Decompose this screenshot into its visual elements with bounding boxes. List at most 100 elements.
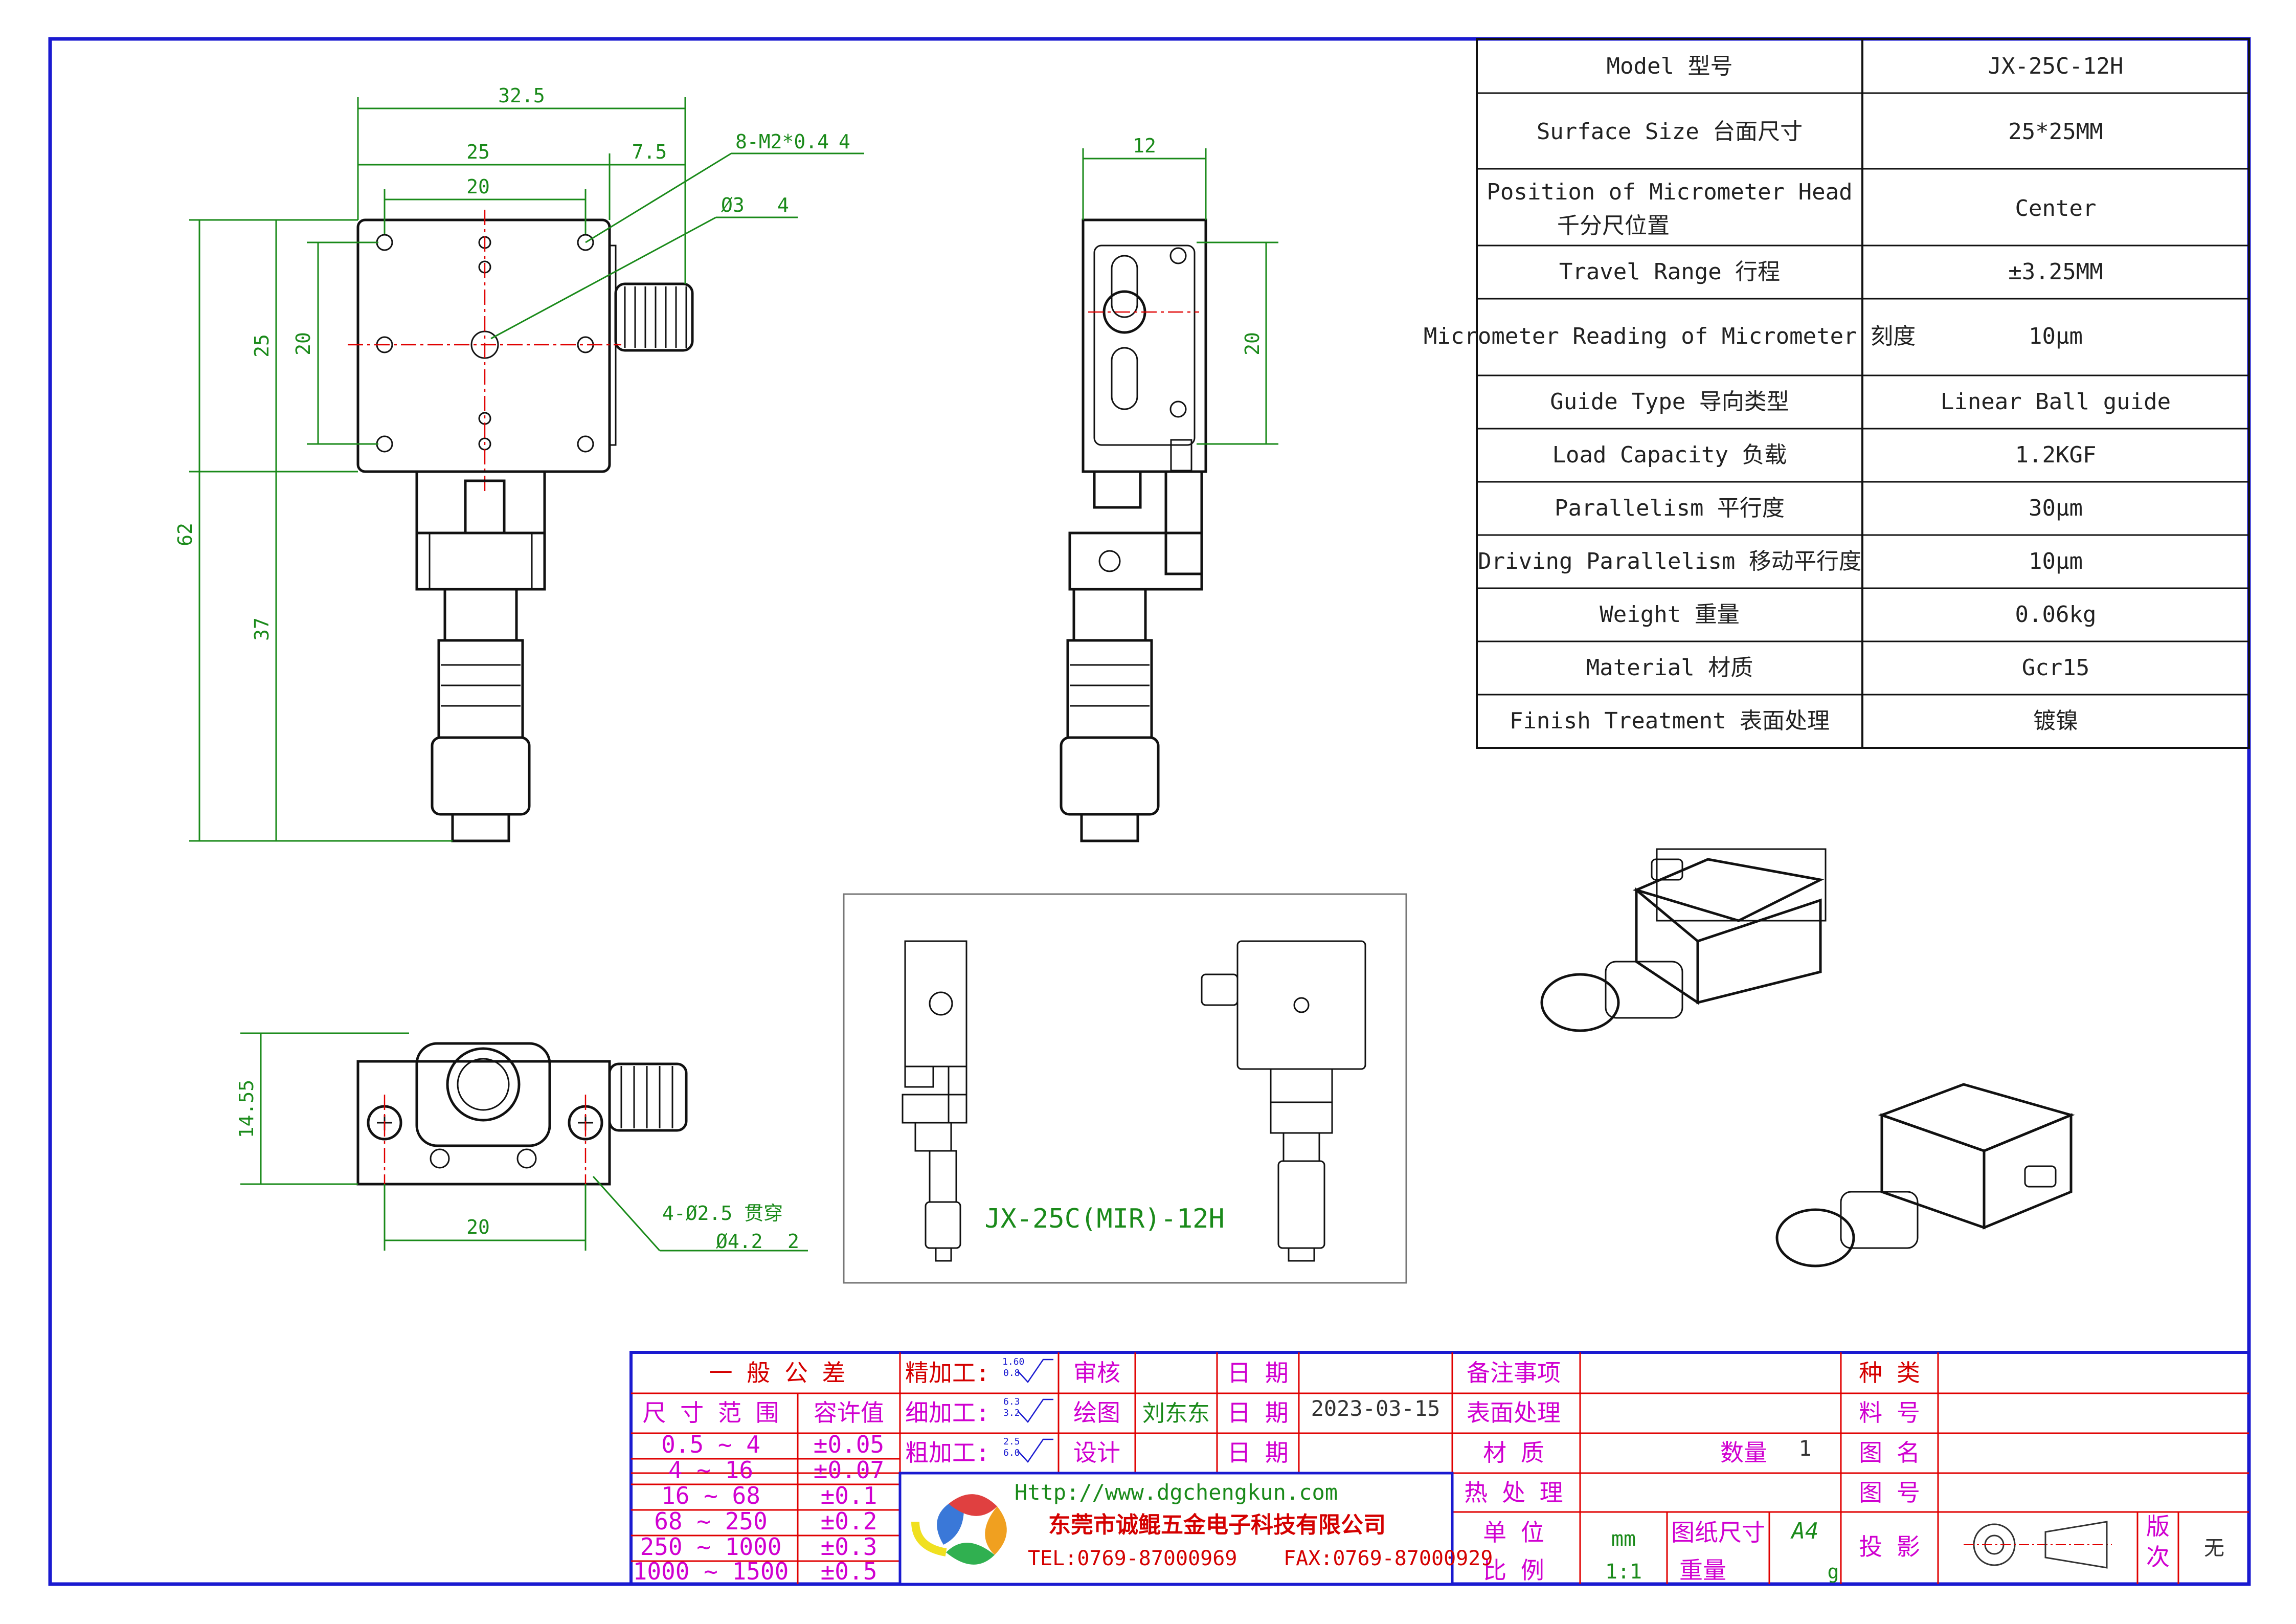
dim-7-5: 7.5 (632, 141, 667, 163)
mirror-version-inset: JX-25C(MIR)-12H (843, 893, 1407, 1284)
review-label: 审核 (1073, 1359, 1120, 1387)
spec-value-micrometer-position: Center (2015, 195, 2097, 221)
callout-counterbore: Ø4.2 (716, 1230, 763, 1253)
spec-label-micrometer-position: Position of Micrometer Head (1487, 179, 1852, 205)
front-view-dimensions: 32.5 25 7.5 20 25 20 62 37 8-M2*0.4 4 Ø3… (174, 84, 864, 842)
tolerance-range-6: 1000 ~ 1500 (633, 1558, 789, 1585)
date-label-1: 日 期 (1227, 1359, 1289, 1387)
tolerance-value-6: ±0.5 (821, 1558, 877, 1585)
version-value: 无 (2204, 1537, 2224, 1560)
company-tel: TEL:0769-87000969 (1028, 1547, 1237, 1570)
tolerance-value-4: ±0.2 (821, 1507, 877, 1535)
fine-machining-label: 细加工: (905, 1399, 990, 1427)
spec-value-travel-range: ±3.25MM (2008, 259, 2103, 285)
third-angle-projection-symbol (1964, 1521, 2112, 1569)
dim-12: 12 (1133, 135, 1156, 157)
dim-32-5: 32.5 (498, 84, 545, 107)
title-block: 一 般 公 差 尺 寸 范 围 容许值 0.5 ~ 4 ±0.05 4 ~ 16… (629, 1351, 2250, 1586)
spec-label-guide-type: Guide Type 导向类型 (1550, 389, 1789, 415)
dim-37: 37 (251, 617, 273, 641)
date-label-2: 日 期 (1227, 1399, 1289, 1427)
callout-m2: 8-M2*0.4 (735, 130, 829, 153)
tolerance-range-5: 250 ~ 1000 (640, 1533, 782, 1561)
spec-label-weight: Weight 重量 (1600, 602, 1739, 628)
category-label: 种 类 (1859, 1359, 1920, 1387)
stage-top-plate (356, 218, 611, 473)
drawing-name-label: 图 名 (1859, 1439, 1920, 1466)
scale-value: 1:1 (1605, 1560, 1642, 1584)
date-label-3: 日 期 (1227, 1439, 1289, 1466)
side-stage (1082, 218, 1207, 473)
weight-unit: g (1828, 1561, 1839, 1583)
roughness-3-top: 2.5 (1003, 1436, 1020, 1447)
tolerance-value-5: ±0.3 (821, 1533, 877, 1561)
dim-20-left: 20 (292, 332, 314, 355)
dim-20-side: 20 (1241, 332, 1264, 355)
callout-hole-depth: 4 (777, 194, 789, 216)
front-view (348, 210, 694, 842)
spec-value-parallelism: 30μm (2029, 495, 2083, 521)
finish-machining-label: 精加工: (905, 1359, 990, 1387)
spec-label-model: Model 型号 (1607, 53, 1733, 79)
isometric-view-bottom (1775, 1083, 2075, 1267)
bottom-view-dimensions: 14.55 20 4-Ø2.5 贯穿 Ø4.2 2 (235, 1032, 808, 1253)
size-range-header: 尺 寸 范 围 (642, 1399, 779, 1427)
tolerance-range-3: 16 ~ 68 (661, 1482, 760, 1509)
material-no-label: 料 号 (1859, 1399, 1920, 1427)
designer-name: 刘东东 (1142, 1400, 1210, 1427)
spec-label-driving-parallelism: Driving Parallelism 移动平行度 (1478, 548, 1861, 574)
spec-value-guide-type: Linear Ball guide (1941, 389, 2171, 415)
spec-value-micrometer-reading: 10μm (2029, 323, 2083, 349)
paper-size-label: 图纸尺寸 (1671, 1519, 1765, 1546)
quantity-value: 1 (1798, 1436, 1811, 1461)
spec-label-material: Material 材质 (1586, 655, 1753, 681)
inset-model-label: JX-25C(MIR)-12H (984, 1204, 1225, 1234)
general-tolerance-title: 一 般 公 差 (709, 1359, 845, 1387)
surface-treatment-label: 表面处理 (1467, 1399, 1561, 1427)
spec-label-micrometer-reading: Micrometer Reading of Micrometer 刻度 (1424, 323, 1916, 349)
isometric-view-top (1540, 848, 1827, 1032)
spec-label-finish-treatment: Finish Treatment 表面处理 (1510, 708, 1830, 734)
scale-label: 比 例 (1483, 1556, 1544, 1584)
company-fax: FAX:0769-87000929 (1284, 1547, 1493, 1570)
unit-value: mm (1611, 1527, 1636, 1551)
roughness-2-bottom: 3.2 (1003, 1408, 1020, 1418)
side-view (1060, 218, 1207, 842)
spec-label-surface-size: Surface Size 台面尺寸 (1537, 119, 1803, 145)
side-view-dimensions: 12 20 (1082, 135, 1278, 445)
callout-hole: Ø3 (721, 194, 745, 216)
quantity-label: 数量 (1720, 1439, 1767, 1466)
dim-25: 25 (466, 141, 490, 163)
spec-value-material: Gcr15 (2022, 655, 2089, 681)
unit-label: 单 位 (1483, 1519, 1544, 1546)
tolerance-header: 容许值 (814, 1399, 884, 1427)
version-label-bottom: 次 (2146, 1543, 2170, 1571)
roughness-1-top: 1.60 (1002, 1356, 1024, 1367)
spec-value-model: JX-25C-12H (1988, 53, 2124, 79)
date-value: 2023-03-15 (1311, 1396, 1440, 1421)
roughness-3-bottom: 6.0 (1003, 1448, 1020, 1458)
bottom-stage (356, 1060, 611, 1186)
projection-label: 投 影 (1859, 1533, 1920, 1561)
spec-table: Model 型号 JX-25C-12H Surface Size 台面尺寸 25… (1424, 38, 2250, 749)
tolerance-range-4: 68 ~ 250 (654, 1507, 768, 1535)
notes-label: 备注事项 (1467, 1359, 1561, 1387)
spec-value-load-capacity: 1.2KGF (2015, 442, 2097, 468)
spec-label-micrometer-position-cn: 千分尺位置 (1557, 213, 1670, 239)
spec-value-weight: 0.06kg (2015, 602, 2097, 628)
spec-label-load-capacity: Load Capacity 负载 (1552, 442, 1787, 468)
roughness-1-bottom: 0.8 (1003, 1368, 1020, 1378)
fine-adjust-knob (614, 282, 694, 352)
dim-20-top: 20 (466, 175, 490, 198)
drawing-no-label: 图 号 (1859, 1479, 1920, 1506)
bottom-view (356, 1042, 688, 1192)
callout-counterbore-depth: 2 (787, 1230, 799, 1253)
company-logo (911, 1494, 1007, 1565)
tolerance-value-3: ±0.1 (821, 1482, 877, 1509)
company-url: Http://www.dgchengkun.com (1015, 1480, 1338, 1505)
roughness-2-top: 6.3 (1003, 1396, 1020, 1407)
weight-label: 重量 (1679, 1556, 1726, 1584)
drawing-label: 绘图 (1073, 1399, 1120, 1427)
callout-m2-depth: 4 (839, 130, 850, 153)
